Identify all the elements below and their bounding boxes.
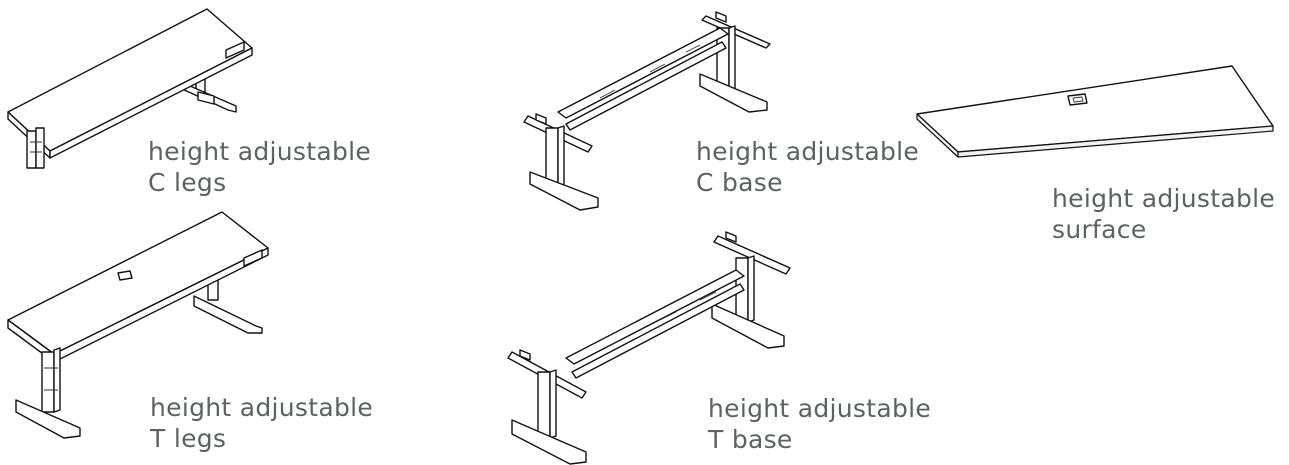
label-t-base-line2: T base	[708, 425, 793, 454]
label-t-legs: height adjustable T legs	[150, 392, 373, 454]
label-t-legs-line1: height adjustable	[150, 393, 374, 422]
label-c-base-line2: C base	[696, 168, 783, 197]
label-t-base-line1: height adjustable	[708, 394, 932, 423]
desk-c-legs-illustration	[7, 8, 253, 169]
label-surface-line1: height adjustable	[1052, 184, 1276, 213]
c-base-illustration	[523, 11, 771, 211]
t-base-illustration	[507, 231, 791, 465]
label-surface-line2: surface	[1052, 215, 1147, 244]
label-t-base: height adjustable T base	[708, 393, 931, 455]
label-c-legs-line2: C legs	[148, 168, 227, 197]
label-c-base: height adjustable C base	[696, 136, 919, 198]
label-c-legs-line1: height adjustable	[148, 137, 372, 166]
label-c-legs: height adjustable C legs	[148, 136, 371, 198]
surface-illustration	[916, 65, 1274, 158]
label-surface: height adjustable surface	[1052, 183, 1275, 245]
label-t-legs-line2: T legs	[150, 424, 227, 453]
label-c-base-line1: height adjustable	[696, 137, 920, 166]
desk-t-legs-illustration	[7, 211, 269, 439]
